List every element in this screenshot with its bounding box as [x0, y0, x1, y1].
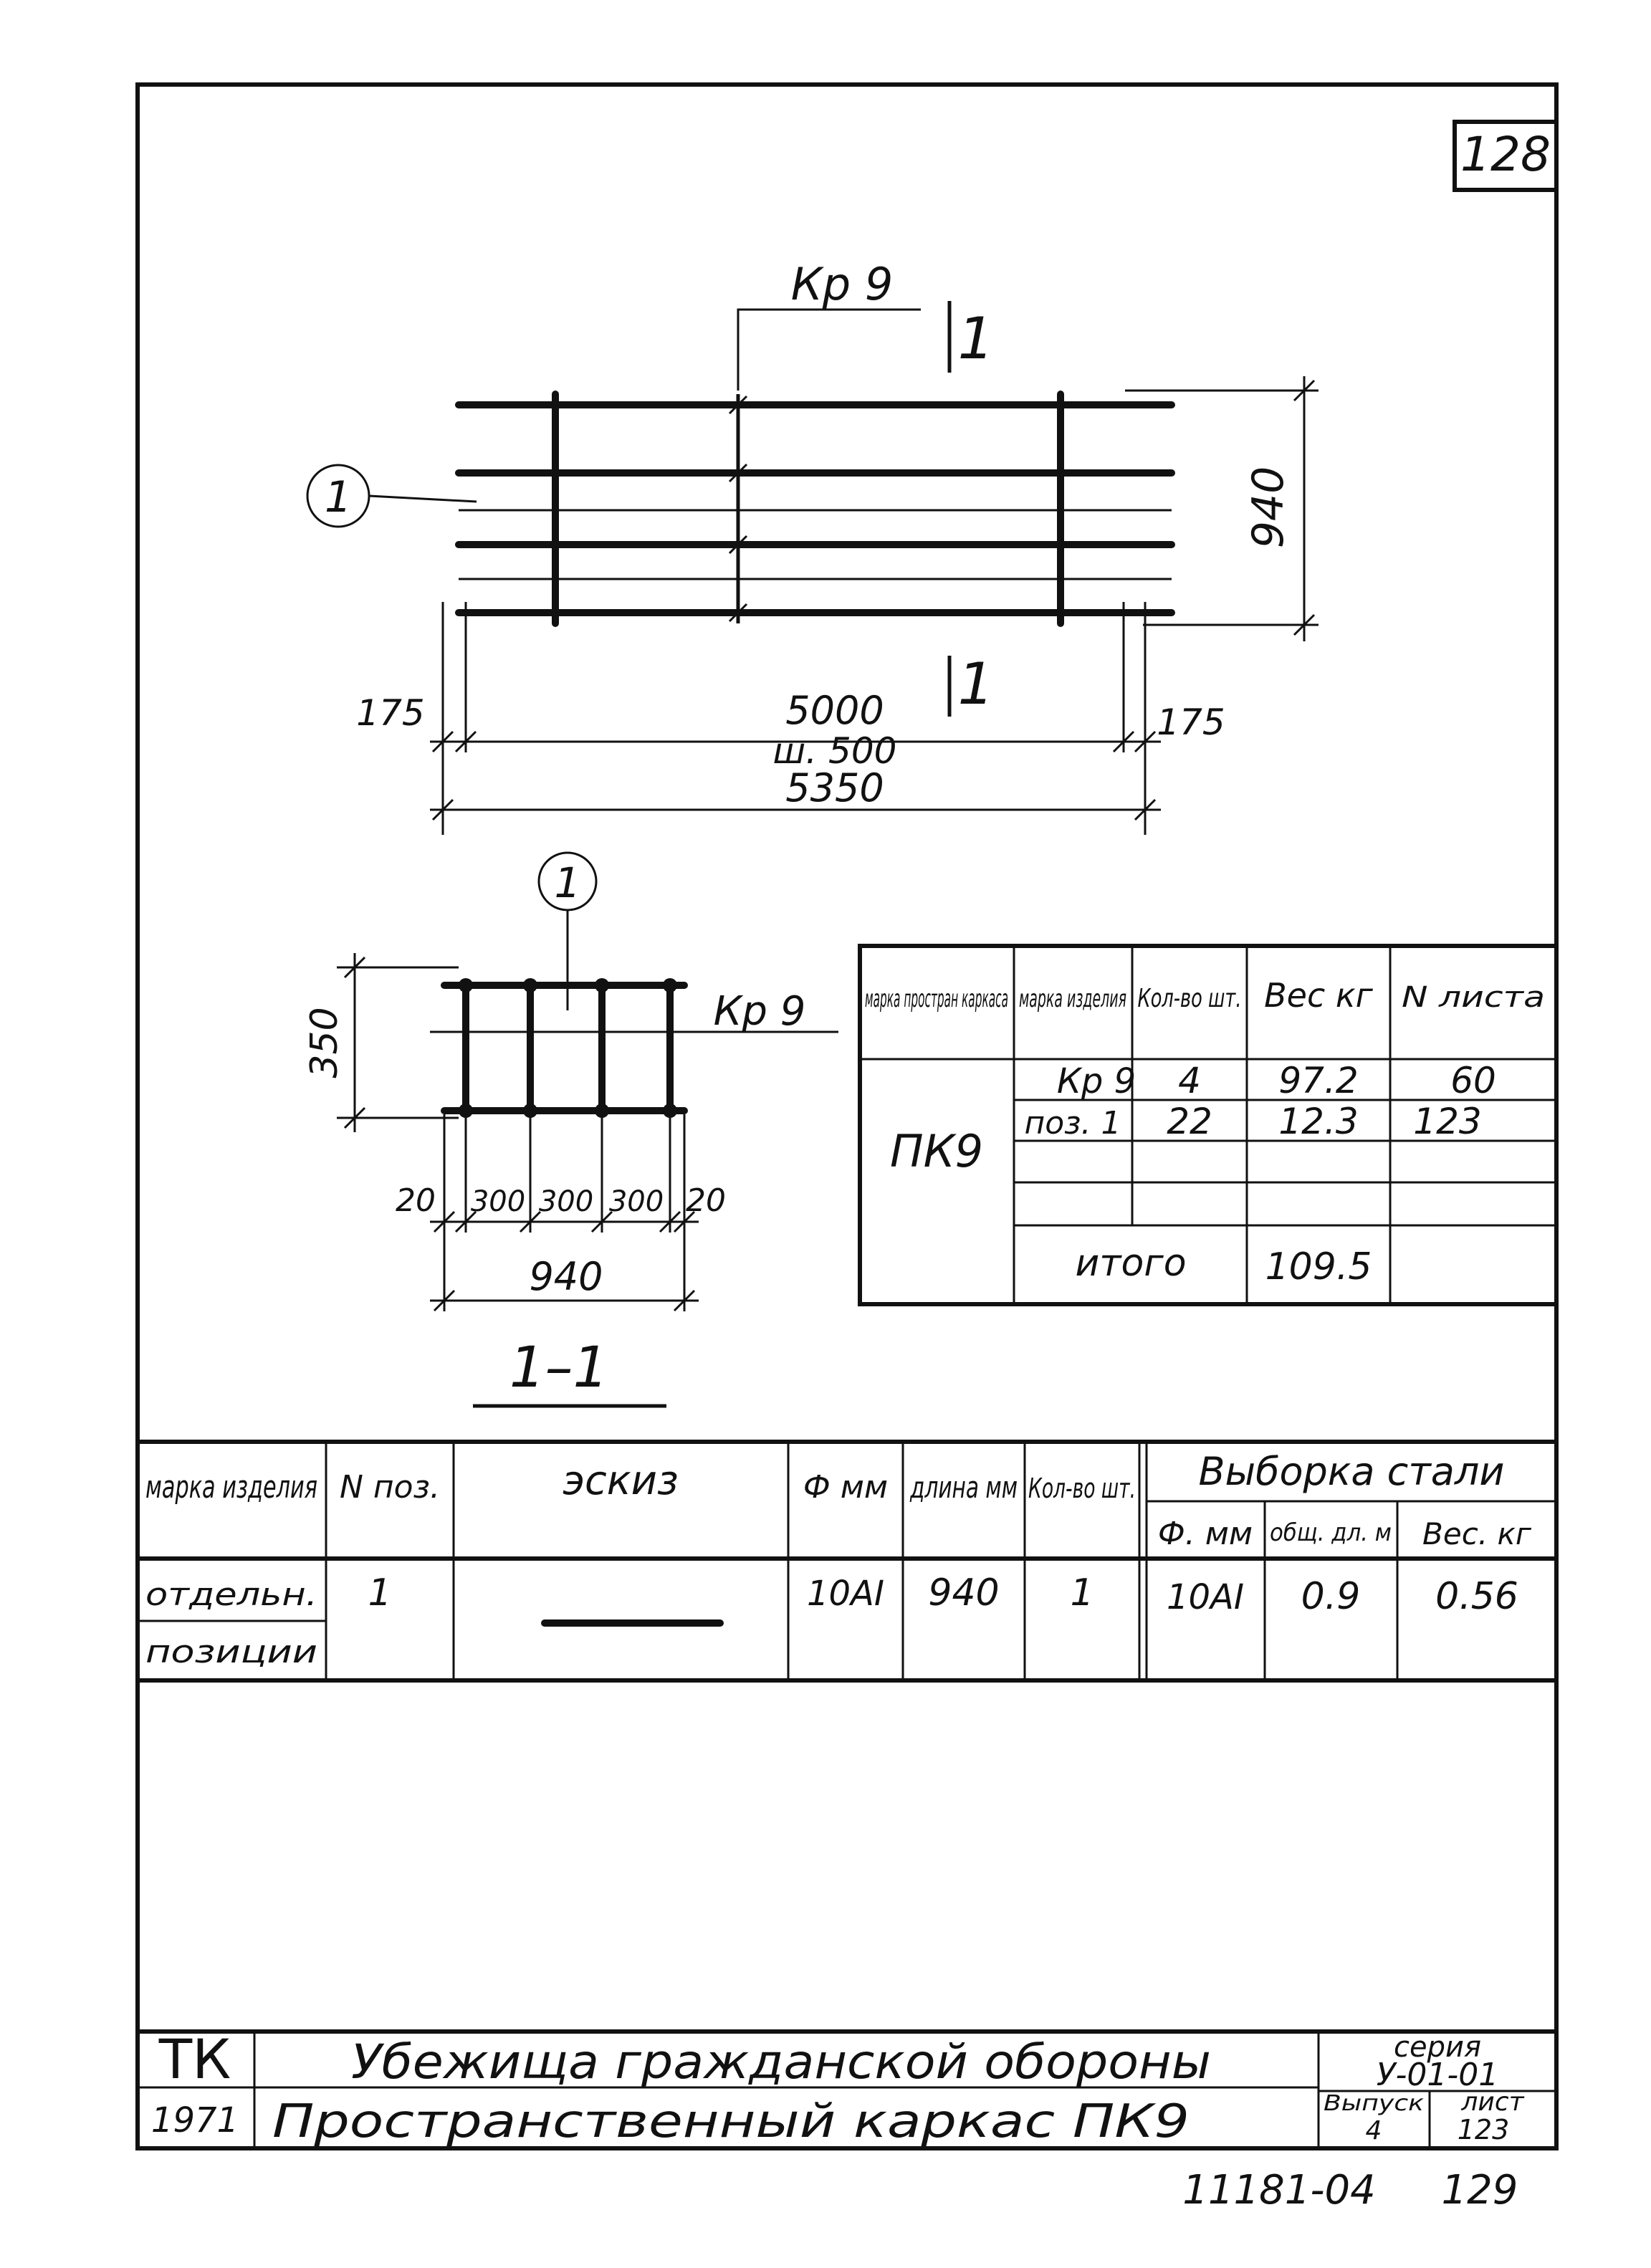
- section-spacing-dim: 20: [686, 1182, 726, 1219]
- steel-row-length: 940: [928, 1571, 999, 1614]
- rebar-dot: [523, 978, 537, 992]
- comp-header-frame-mark: марка простран каркаса: [865, 985, 1008, 1013]
- steel-row-sel-length: 0.9: [1301, 1575, 1361, 1618]
- composition-table: марка простран каркаса марка изделия Кол…: [858, 944, 1559, 1306]
- steel-row-diameter: 10АI: [807, 1574, 884, 1614]
- plan-right-offset-dim: 175: [1157, 702, 1225, 743]
- comp-row-item: поз. 1: [1024, 1105, 1121, 1142]
- comp-total-label: итого: [1075, 1242, 1186, 1285]
- plan-total-length-dim: 5350: [785, 765, 884, 810]
- plan-frame-mark: Кр 9: [791, 258, 894, 310]
- steel-header-length: длина мм: [909, 1470, 1018, 1505]
- plan-height-dim: 940: [1243, 466, 1293, 549]
- rebar-dot: [523, 1104, 537, 1118]
- plan-view: Кр 9 1 1 1 940 175 175 5000 ш. 500 5350: [306, 258, 1319, 835]
- comp-row-qty: 22: [1167, 1101, 1212, 1142]
- section-total-width-dim: 940: [529, 1254, 603, 1299]
- comp-row-item: Кр 9: [1057, 1061, 1136, 1101]
- rebar-dot: [595, 1104, 609, 1118]
- title-series: У-01-01: [1377, 2057, 1499, 2093]
- steel-header-selection: Выборка стали: [1198, 1449, 1504, 1494]
- title-sub: Пространственный каркас ПК9: [272, 2095, 1190, 2148]
- steel-header-qty: Кол-во шт.: [1028, 1473, 1136, 1504]
- section-height-dim: 350: [303, 1007, 346, 1078]
- sheet-number: 128: [1460, 127, 1551, 182]
- rebar-dot: [595, 978, 609, 992]
- steel-table: марка изделия N поз. эскиз Ф мм длина мм…: [138, 1440, 1556, 1683]
- comp-row-qty: 4: [1178, 1060, 1201, 1101]
- title-sheet-label: лист: [1460, 2087, 1524, 2117]
- title-block: ТК 1971 Убежища гражданской обороны Прос…: [138, 2027, 1556, 2148]
- steel-row-sel-weight: 0.56: [1435, 1575, 1518, 1618]
- footer-inventory: 11181-04: [1182, 2167, 1376, 2214]
- title-sheet: 123: [1458, 2114, 1510, 2145]
- title-issue: 4: [1366, 2116, 1382, 2145]
- steel-header-pos: N поз.: [340, 1469, 440, 1506]
- steel-row-pos: 1: [368, 1571, 391, 1614]
- steel-header-sel-length: общ. дл. м: [1270, 1518, 1392, 1547]
- rebar-dot: [663, 978, 677, 992]
- section-spacing-dim: 300: [539, 1185, 593, 1218]
- position-callout-label: 1: [325, 472, 352, 522]
- title-main: Убежища гражданской обороны: [351, 2034, 1211, 2090]
- steel-row-label-1: отдельн.: [145, 1576, 317, 1613]
- plan-inner-length-dim: 5000: [785, 688, 884, 733]
- section-title: 1–1: [509, 1336, 608, 1400]
- steel-header-sel-diameter: Ф. мм: [1158, 1516, 1253, 1552]
- title-year: 1971: [151, 2100, 239, 2140]
- comp-header-item-mark: марка изделия: [1019, 985, 1126, 1013]
- steel-row-sel-diameter: 10АI: [1167, 1577, 1244, 1617]
- section-mark-bottom: 1: [958, 651, 995, 717]
- section-mark-top: 1: [958, 305, 995, 372]
- comp-total-weight: 109.5: [1265, 1245, 1372, 1288]
- section-callout-label: 1: [555, 858, 581, 907]
- comp-frame-mark: ПК9: [890, 1125, 983, 1177]
- section-spacing-dim: 300: [471, 1185, 525, 1218]
- section-frame-mark: Кр 9: [714, 988, 806, 1035]
- comp-header-weight: Вес кг: [1264, 976, 1374, 1015]
- plan-left-offset-dim: 175: [356, 692, 424, 734]
- section-spacing-dim: 300: [609, 1185, 664, 1218]
- footer-page: 129: [1442, 2167, 1518, 2214]
- rebar-dot: [663, 1104, 677, 1118]
- title-series-label: серия: [1394, 2031, 1481, 2064]
- section-view: 1 Кр 9 350 20 300: [303, 851, 838, 1408]
- section-spacing-dim: 20: [396, 1182, 436, 1219]
- comp-row-weight: 12.3: [1278, 1101, 1358, 1142]
- steel-row-qty: 1: [1070, 1571, 1094, 1614]
- comp-header-qty: Кол-во шт.: [1138, 984, 1242, 1013]
- steel-header-sel-weight: Вес. кг: [1422, 1516, 1532, 1551]
- comp-header-sheet: N листа: [1402, 981, 1545, 1014]
- comp-row-sheet: 123: [1413, 1101, 1481, 1142]
- title-issue-label: Выпуск: [1324, 2091, 1424, 2116]
- plan-step-note: ш. 500: [773, 730, 897, 772]
- comp-row-weight: 97.2: [1278, 1060, 1358, 1101]
- rebar-dot: [459, 1104, 473, 1118]
- steel-header-item-mark: марка изделия: [145, 1469, 317, 1506]
- steel-header-diameter: Ф мм: [803, 1469, 888, 1506]
- rebar-dot: [459, 978, 473, 992]
- steel-row-label-2: позиции: [145, 1634, 317, 1670]
- title-org: ТК: [158, 2027, 231, 2091]
- steel-header-sketch: эскиз: [563, 1458, 679, 1504]
- comp-row-sheet: 60: [1450, 1060, 1496, 1101]
